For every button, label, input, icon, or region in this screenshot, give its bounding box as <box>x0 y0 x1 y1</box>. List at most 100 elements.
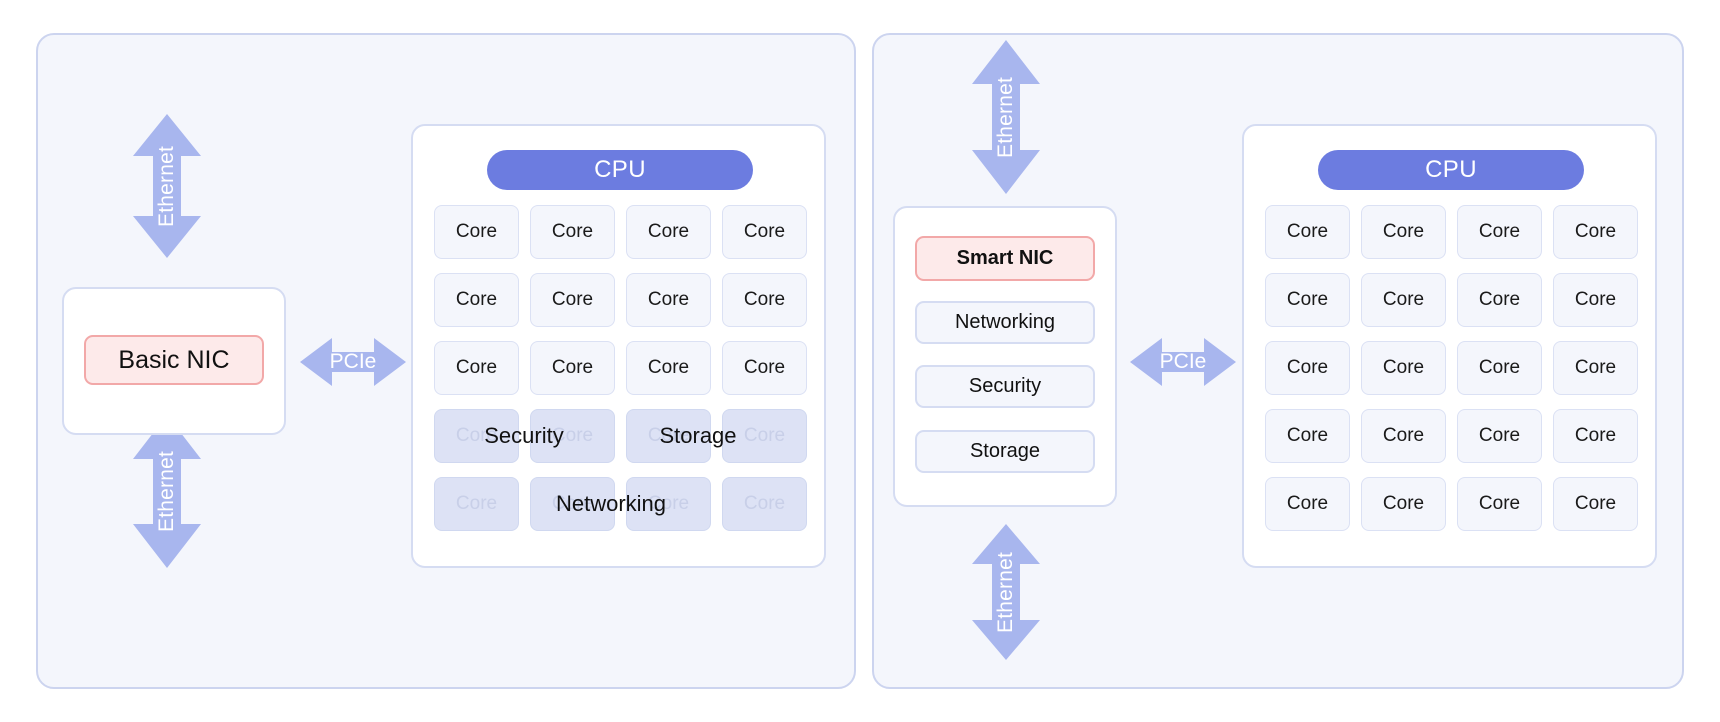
core-cell: Core <box>1265 341 1350 395</box>
core-label: Core <box>551 425 594 446</box>
core-label: Core <box>455 221 498 242</box>
core-cell: Core <box>1265 477 1350 531</box>
smart-nic-chip[interactable]: Smart NIC <box>915 236 1095 281</box>
core-label: Core <box>1574 289 1617 310</box>
basic-nic-label: Basic NIC <box>118 345 230 374</box>
cpu-title-pill-right: CPU <box>1318 150 1584 190</box>
core-cell: Core <box>1553 341 1638 395</box>
core-cell: Core <box>1361 477 1446 531</box>
core-label: Core <box>647 493 690 514</box>
core-label: Core <box>647 425 690 446</box>
core-cell: Core <box>1361 273 1446 327</box>
cpu-title-pill-left: CPU <box>487 150 753 190</box>
core-label: Core <box>1574 357 1617 378</box>
core-cell: Core <box>626 341 711 395</box>
core-cell-offloaded: Core <box>626 477 711 531</box>
core-label: Core <box>743 221 786 242</box>
core-cell-offloaded: Core <box>530 409 615 463</box>
pcie-arrow-right: PCIe <box>1128 336 1238 388</box>
core-label: Core <box>1382 425 1425 446</box>
core-label: Core <box>743 289 786 310</box>
function-label: Storage <box>969 440 1041 462</box>
ethernet-arrow-label: Ethernet <box>155 145 178 227</box>
pcie-arrow-label: PCIe <box>1159 350 1207 373</box>
core-cell: Core <box>626 205 711 259</box>
core-cell: Core <box>530 341 615 395</box>
core-label: Core <box>1286 493 1329 514</box>
core-label: Core <box>551 289 594 310</box>
ethernet-arrow-bottom-right: Ethernet <box>969 522 1043 662</box>
core-cell: Core <box>722 273 807 327</box>
core-label: Core <box>1286 425 1329 446</box>
core-cell-offloaded: Core <box>530 477 615 531</box>
core-cell: Core <box>434 273 519 327</box>
function-label: Networking <box>954 311 1056 333</box>
core-label: Core <box>1478 493 1521 514</box>
core-cell-offloaded: Core <box>434 477 519 531</box>
core-cell: Core <box>530 205 615 259</box>
core-label: Core <box>1478 221 1521 242</box>
core-cell: Core <box>530 273 615 327</box>
smart-nic-function-storage[interactable]: Storage <box>915 430 1095 473</box>
core-cell-offloaded: Core <box>722 409 807 463</box>
core-label: Core <box>1574 221 1617 242</box>
core-label: Core <box>1382 221 1425 242</box>
pcie-arrow-label: PCIe <box>329 350 377 373</box>
smart-nic-function-security[interactable]: Security <box>915 365 1095 408</box>
core-label: Core <box>1478 425 1521 446</box>
core-cell: Core <box>1553 409 1638 463</box>
core-label: Core <box>1286 221 1329 242</box>
core-label: Core <box>743 493 786 514</box>
core-label: Core <box>1286 357 1329 378</box>
core-cell-offloaded: Core <box>722 477 807 531</box>
core-cell: Core <box>434 205 519 259</box>
core-cell: Core <box>1265 205 1350 259</box>
core-label: Core <box>455 289 498 310</box>
core-label: Core <box>743 357 786 378</box>
pcie-arrow-left: PCIe <box>298 336 408 388</box>
ethernet-arrow-label: Ethernet <box>994 551 1017 633</box>
core-cell: Core <box>626 273 711 327</box>
core-label: Core <box>647 289 690 310</box>
core-cell: Core <box>1457 341 1542 395</box>
core-label: Core <box>743 425 786 446</box>
core-cell-offloaded: Core <box>626 409 711 463</box>
core-label: Core <box>455 425 498 446</box>
core-cell: Core <box>1457 205 1542 259</box>
core-cell: Core <box>1265 409 1350 463</box>
core-label: Core <box>455 357 498 378</box>
ethernet-arrow-label: Ethernet <box>155 451 178 532</box>
cpu-title-label: CPU <box>594 156 646 183</box>
ethernet-arrow-bottom-left: Ethernet <box>130 413 204 570</box>
cpu-title-label: CPU <box>1425 156 1477 183</box>
core-cell: Core <box>1457 273 1542 327</box>
core-cell: Core <box>1553 477 1638 531</box>
core-label: Core <box>1478 357 1521 378</box>
smart-nic-label: Smart NIC <box>956 247 1054 269</box>
core-cell: Core <box>1457 477 1542 531</box>
core-cell: Core <box>1553 273 1638 327</box>
core-cell: Core <box>434 341 519 395</box>
core-label: Core <box>647 221 690 242</box>
core-cell: Core <box>1457 409 1542 463</box>
core-cell: Core <box>1361 409 1446 463</box>
core-label: Core <box>1382 357 1425 378</box>
core-label: Core <box>1574 425 1617 446</box>
core-label: Core <box>1286 289 1329 310</box>
core-cell: Core <box>722 205 807 259</box>
core-label: Core <box>551 493 594 514</box>
core-cell-offloaded: Core <box>434 409 519 463</box>
core-label: Core <box>551 357 594 378</box>
core-label: Core <box>455 493 498 514</box>
core-cell: Core <box>1553 205 1638 259</box>
core-cell: Core <box>1361 205 1446 259</box>
core-cell: Core <box>722 341 807 395</box>
ethernet-arrow-label: Ethernet <box>994 76 1017 158</box>
core-cell: Core <box>1265 273 1350 327</box>
core-label: Core <box>1382 289 1425 310</box>
core-label: Core <box>647 357 690 378</box>
basic-nic-chip[interactable]: Basic NIC <box>84 335 264 385</box>
core-cell: Core <box>1361 341 1446 395</box>
core-label: Core <box>1478 289 1521 310</box>
smart-nic-function-networking[interactable]: Networking <box>915 301 1095 344</box>
